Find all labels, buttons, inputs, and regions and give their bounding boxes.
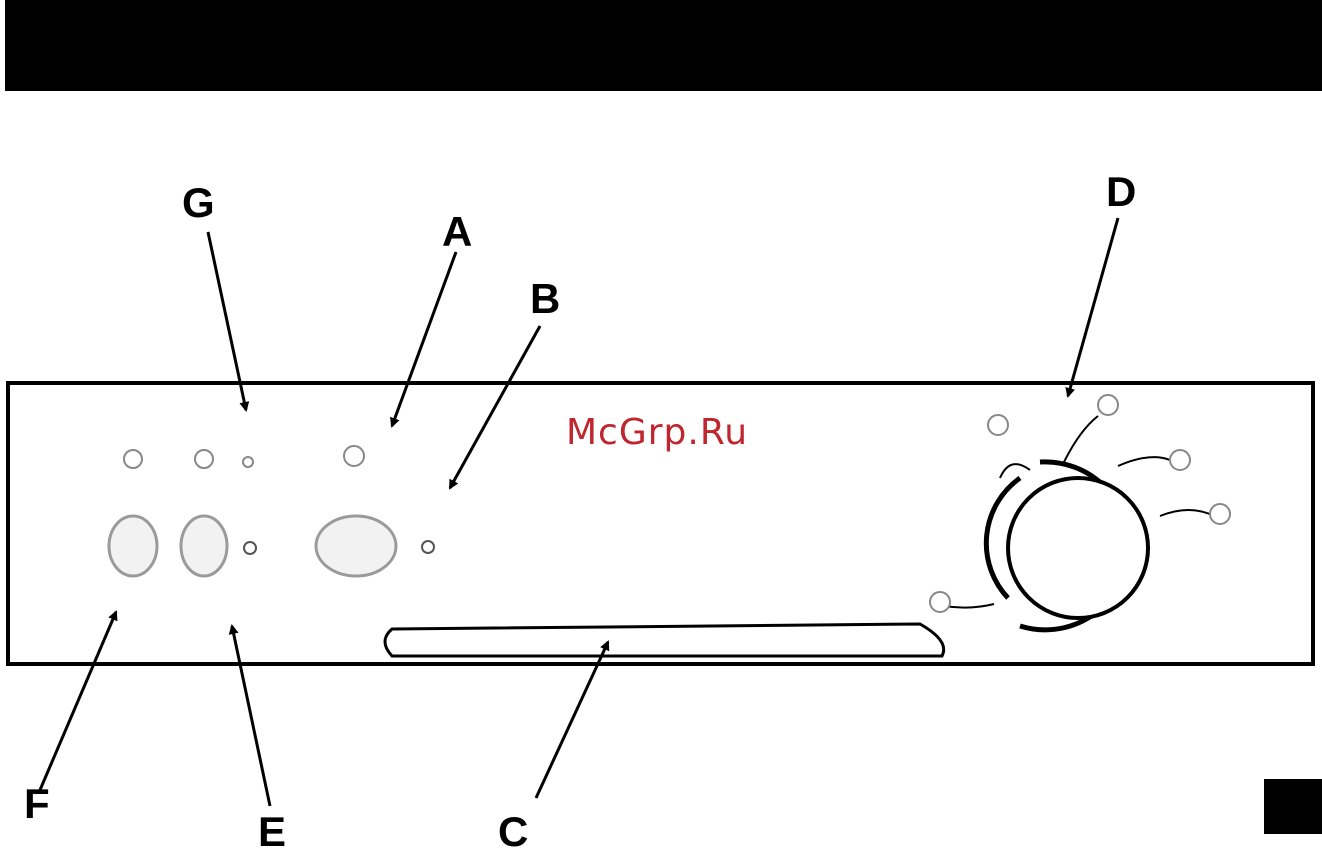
callout-g-label: G bbox=[182, 179, 215, 226]
callout-f-label: F bbox=[24, 780, 50, 827]
callout-d-label: D bbox=[1106, 168, 1136, 215]
callout-b-label: B bbox=[530, 275, 560, 322]
dial-position-icon bbox=[1098, 395, 1118, 415]
button-f[interactable] bbox=[109, 516, 157, 576]
indicator-light-b bbox=[422, 541, 434, 553]
arrow-d bbox=[1068, 218, 1118, 396]
watermark-text: McGrp.Ru bbox=[566, 412, 748, 453]
dial-position-icon bbox=[1210, 504, 1230, 524]
door-handle-c[interactable] bbox=[385, 624, 944, 656]
callout-e-label: E bbox=[258, 808, 286, 855]
indicator-light-g bbox=[244, 542, 256, 554]
dial-position-icon bbox=[988, 415, 1008, 435]
callout-c-label: C bbox=[498, 808, 528, 855]
dial-position-icon bbox=[930, 592, 950, 612]
callout-a-label: A bbox=[442, 208, 472, 255]
button-a[interactable] bbox=[316, 516, 396, 576]
dial-position-icon bbox=[1170, 450, 1190, 470]
button-e[interactable] bbox=[181, 516, 227, 576]
